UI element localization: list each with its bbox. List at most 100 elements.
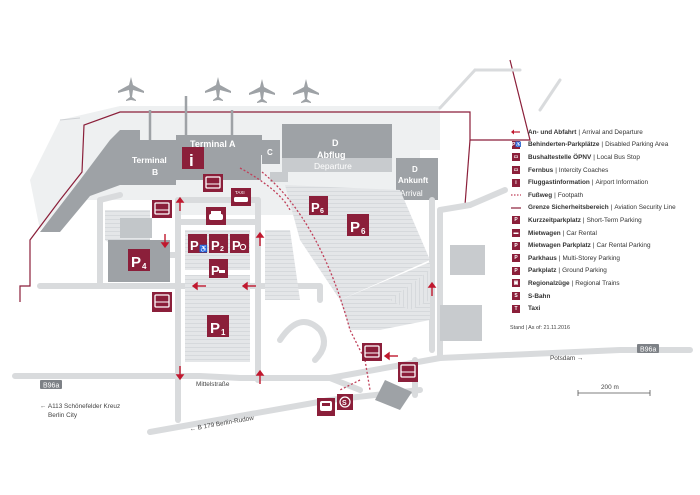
local-bus-icon: ▭: [512, 153, 520, 162]
legend-item-label-de: Mietwagen: [528, 229, 561, 237]
b96a-road-badge-left: B96a: [40, 380, 62, 390]
legend-separator: |: [578, 128, 581, 136]
legend-separator: |: [591, 179, 594, 187]
legend-item-label-de: Mietwagen Parkplatz: [528, 242, 591, 250]
scale-bar: 200 m: [577, 384, 651, 396]
footpath-icon: [510, 190, 522, 200]
svg-text:P: P: [190, 238, 199, 253]
security-line: [19, 59, 531, 302]
legend-item-label-de: Fluggastinformation: [528, 179, 590, 187]
legend-separator: |: [555, 166, 557, 174]
legend-item-label-en: Ground Parking: [562, 267, 607, 275]
terminal-d2-letter: D: [412, 165, 418, 174]
taxi-icon: TAXI: [231, 188, 251, 206]
legend-separator: |: [571, 279, 574, 287]
p4-parking-sign: P 4: [128, 249, 150, 271]
svg-text:P: P: [211, 238, 220, 253]
svg-text:4: 4: [142, 262, 147, 271]
legend-item: An- und Abfahrt|Arrival and Departure: [510, 126, 695, 139]
airport-information-icon: i: [510, 178, 522, 188]
s-bahn-icon: S: [510, 291, 522, 301]
local-bus-icon-station: [362, 343, 382, 361]
car-rental-parking-icon: P: [510, 241, 522, 251]
mittelstrasse-label: Mittelstraße: [196, 381, 230, 388]
disabled-parking-icon: P♿: [512, 140, 522, 149]
legend-item-label-en: Aviation Security Line: [614, 204, 676, 212]
legend-item: Fußweg|Footpath: [510, 189, 695, 202]
legend-separator: |: [593, 153, 595, 161]
arrival-departure-arrow-icon: [510, 127, 522, 137]
airport-information-icon: i: [182, 147, 204, 170]
legend-item-label-en: Disabled Parking Area: [605, 141, 669, 149]
legend-item-label-de: Behinderten-Parkplätze: [528, 141, 600, 149]
svg-text:P: P: [232, 238, 241, 253]
svg-text:♿: ♿: [199, 244, 208, 253]
legend-item-label-de: Fußweg: [528, 191, 553, 199]
legend-separator: |: [554, 191, 556, 199]
terminal-d-departure: Departure: [314, 161, 352, 171]
legend-separator: |: [582, 216, 585, 224]
p2-parking-sign: P 2: [209, 234, 228, 253]
svg-text:P: P: [350, 219, 360, 236]
terminal-d2-arrival: Arrival: [400, 189, 423, 198]
legend-item-label-en: Footpath: [557, 191, 584, 199]
legend-item: ▣Regionalzüge|Regional Trains: [510, 277, 695, 290]
misc-buildings: [120, 172, 485, 410]
terminal-d-letter: D: [332, 138, 339, 148]
legend-item: ▬Mietwagen|Car Rental: [510, 227, 695, 240]
legend-item-label-en: Car Rental Parking: [596, 242, 651, 250]
p-short-term-parking-sign: P: [230, 234, 249, 253]
legend-separator: |: [601, 141, 604, 149]
p-car-rental-parking-sign: P: [209, 259, 228, 278]
svg-text:200 m: 200 m: [601, 384, 619, 391]
intercity-coach-icon: ▭: [512, 166, 520, 175]
legend-item-label-de: Grenze Sicherheitsbereich: [528, 204, 609, 212]
svg-text:P: P: [131, 254, 141, 271]
legend-separator: |: [592, 242, 595, 250]
legend-item-label-de: S-Bahn: [528, 292, 551, 300]
a113-road-label: ← A113 Schönefelder Kreuz: [40, 403, 120, 410]
legend-separator: |: [610, 204, 613, 212]
terminal-b-letter: B: [152, 167, 158, 177]
terminal-d2-ankunft: Ankunft: [398, 176, 429, 185]
svg-text:P: P: [311, 200, 320, 215]
svg-text:P: P: [211, 263, 220, 278]
legend-separator: |: [558, 267, 561, 275]
footpath: [239, 167, 371, 391]
regional-train-icon: ▣: [512, 279, 520, 288]
short-term-parking-icon: P: [510, 215, 522, 225]
legend-item-label-de: Parkplatz: [528, 267, 557, 275]
svg-text:TAXI: TAXI: [235, 190, 245, 195]
intercity-coach-icon-east: [398, 362, 418, 382]
legend-item-label-en: Arrival and Departure: [582, 128, 643, 136]
arrival-departure-arrows: [160, 196, 437, 384]
legend-item-label-de: Fernbus: [528, 166, 554, 174]
p1-parking-sign: P 1: [207, 315, 229, 337]
legend-item: S S-Bahn: [510, 290, 695, 303]
terminal-d-abflug: Abflug: [317, 150, 346, 160]
p6-parking-sign: P 6: [347, 214, 369, 236]
ground-parking-icon: P: [510, 266, 522, 276]
terminal-c-label: C: [267, 148, 273, 157]
svg-text:2: 2: [220, 246, 224, 253]
legend-separator: |: [558, 254, 561, 262]
car-rental-icon: [206, 207, 226, 225]
svg-text:B96a: B96a: [43, 383, 59, 390]
berlin-city-label: Berlin City: [48, 412, 78, 419]
legend-item-label-de: Regionalzüge: [528, 279, 570, 287]
terminal-b-label: Terminal: [132, 155, 167, 165]
legend-item: ▭Fernbus|Intercity Coaches: [510, 164, 695, 177]
legend-item-label-de: Taxi: [528, 305, 541, 313]
legend-item-label-en: Local Bus Stop: [596, 153, 640, 161]
legend-item-label-de: Parkhaus: [528, 254, 557, 262]
security-line-icon: [510, 203, 522, 213]
regional-train-icon: [317, 398, 335, 416]
s-bahn-icon: S: [337, 394, 353, 410]
security-line-east: [464, 139, 471, 206]
legend-item-label-en: Car Rental: [566, 229, 597, 237]
legend-item-label-en: Short-Term Parking: [586, 216, 642, 224]
